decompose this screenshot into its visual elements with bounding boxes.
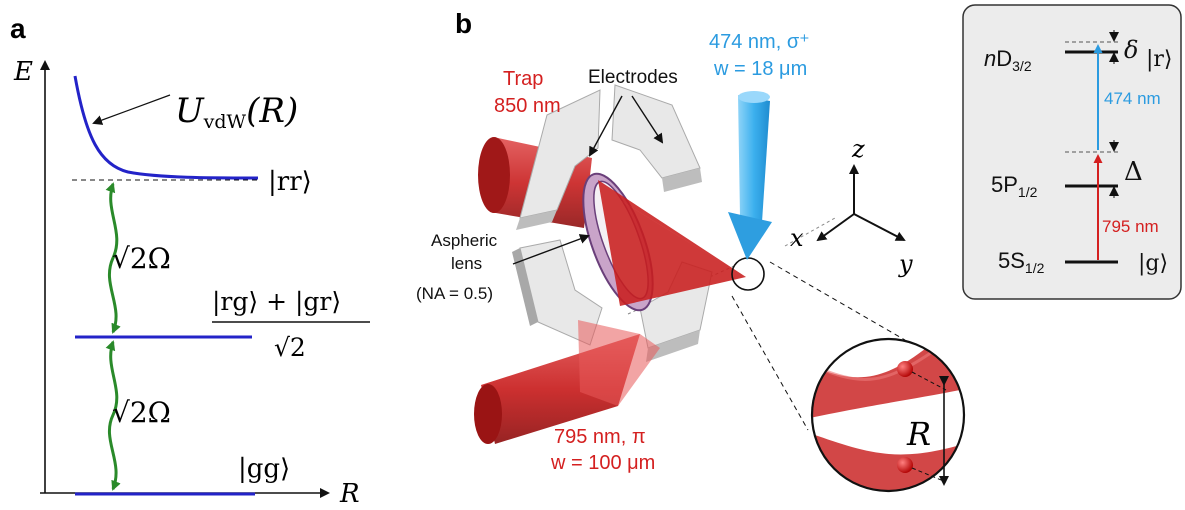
g-state-label: |g⟩	[1138, 251, 1168, 276]
electrode-pointer-right	[631, 95, 664, 144]
z-axis-label: z	[851, 135, 865, 163]
lower-coupling-label: √2Ω	[112, 396, 171, 429]
trap-wavelength: 850 nm	[494, 95, 561, 117]
upper-coupling-label: √2Ω	[112, 242, 171, 275]
excitation-beam-waist: w = 100 μm	[550, 452, 655, 474]
panel-b-label: b	[455, 8, 472, 39]
potential-label: UvdW(R)	[175, 91, 298, 133]
panel-b: b	[416, 8, 966, 493]
blue-transition-label: 474 nm	[1104, 89, 1161, 108]
vdw-potential-curve	[73, 75, 259, 180]
atom-lower	[897, 457, 913, 473]
lens-label-na: (NA = 0.5)	[416, 284, 493, 303]
zoom-guide-lower	[731, 295, 809, 431]
nd-level-label: nD3/2	[984, 46, 1032, 74]
delta-label: δ	[1124, 36, 1138, 64]
lens-label-line1: Aspheric	[431, 231, 498, 250]
blue-beam-474	[728, 91, 772, 260]
r-state-label: |r⟩	[1146, 47, 1173, 72]
electrode-pointer-left	[589, 95, 623, 157]
electrodes-label: Electrodes	[588, 67, 678, 88]
blue-beam-wavelength: 474 nm, σ⁺	[709, 31, 810, 53]
atom-upper	[897, 361, 913, 377]
excitation-beam-wavelength: 795 nm, π	[554, 426, 646, 448]
energy-axis-label: E	[13, 57, 33, 87]
detuning-label: Δ	[1124, 157, 1143, 187]
distance-axis-label: R	[339, 479, 360, 509]
upper-coupling-arrow	[105, 182, 121, 334]
potential-pointer	[92, 94, 171, 125]
p-level-label: 5P1/2	[991, 172, 1038, 200]
lens-pointer	[512, 234, 590, 265]
zoom-guide-upper	[769, 261, 906, 341]
trap-cone-highlight	[608, 193, 746, 277]
red-transition-label: 795 nm	[1102, 217, 1159, 236]
gg-state-label: |gg⟩	[238, 454, 290, 484]
trap-label: Trap	[503, 68, 543, 90]
symmetric-state-numerator: |rg⟩ + |gr⟩	[212, 287, 341, 317]
x-axis-label: x	[790, 224, 804, 252]
s-level-label: 5S1/2	[998, 248, 1045, 276]
trap-focus-cone	[598, 180, 746, 306]
panel-a-label: a	[10, 13, 26, 44]
level-scheme-box: nD3/2 δ |r⟩ 474 nm 5P1/2 Δ 795 nm 5S1/2 …	[962, 4, 1182, 300]
lower-coupling-arrow	[105, 340, 121, 491]
separation-label: R	[906, 415, 931, 453]
excitation-beam-795	[474, 320, 660, 444]
panel-a: a E R UvdW(R) |rr⟩ √2Ω √2Ω |rg⟩ + |gr⟩ √…	[10, 13, 370, 509]
blue-beam-waist: w = 18 μm	[713, 58, 807, 80]
rr-state-label: |rr⟩	[268, 167, 312, 197]
lens-label-line2: lens	[451, 254, 482, 273]
symmetric-state-denominator: √2	[274, 333, 306, 362]
y-axis-label: y	[898, 250, 913, 278]
zoom-inset: R	[810, 337, 966, 493]
coordinate-axes: z x y	[790, 135, 913, 278]
